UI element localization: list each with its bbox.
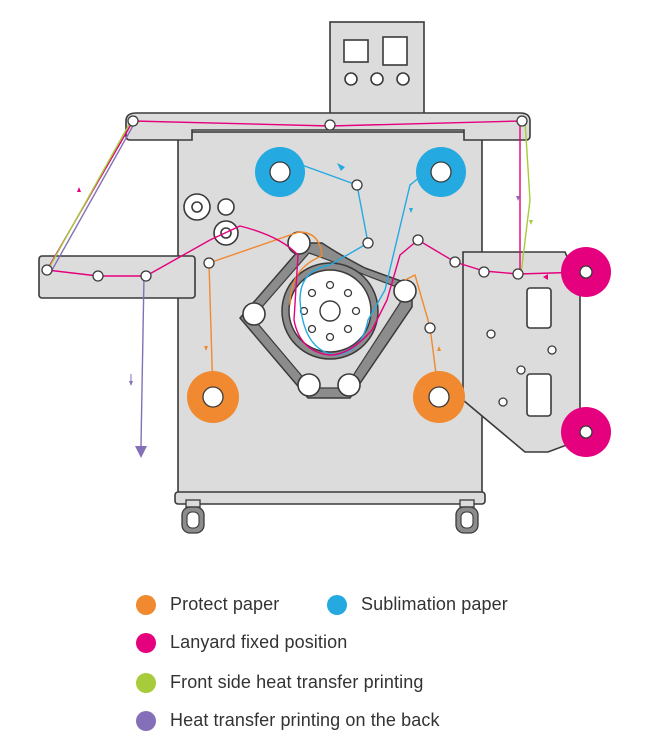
- legend-item-protect-paper: Protect paper: [136, 594, 279, 615]
- protect-roll-right: [413, 371, 465, 423]
- material-paths: [45, 120, 587, 446]
- protect-paper-color-swatch: [136, 594, 156, 615]
- lanyard-roll-bottom: [561, 407, 611, 457]
- legend-label-lanyard-fixed-position: Lanyard fixed position: [170, 632, 348, 652]
- display-screen-right: [382, 36, 408, 66]
- legend-item-lanyard-fixed-position: Lanyard fixed position: [136, 632, 347, 653]
- legend-item-back-printing: Heat transfer printing on the back: [136, 710, 440, 731]
- left-feed-table: [38, 255, 196, 299]
- heating-drum: [281, 262, 379, 360]
- legend-label-sublimation-paper: Sublimation paper: [361, 594, 508, 614]
- legend-item-sublimation-paper: Sublimation paper: [327, 594, 508, 615]
- control-knob-left: [344, 72, 358, 86]
- legend-item-front-side-printing: Front side heat transfer printing: [136, 672, 423, 693]
- sublimation-roll-left: [255, 147, 305, 197]
- heat-transfer-machine-diagram: .body { fill: #dcdcdc; stroke: #3a3a3a; …: [38, 21, 611, 534]
- legend: Protect paper Sublimation paper Lanyard …: [0, 590, 650, 740]
- back-printing-color-swatch: [136, 710, 156, 731]
- lanyard-roll-top: [561, 247, 611, 297]
- caster-wheel-right: [455, 499, 479, 534]
- protect-roll-left: [187, 371, 239, 423]
- sublimation-paper-color-swatch: [327, 594, 347, 615]
- direction-arrows: [77, 163, 548, 458]
- caster-wheel-left: [181, 499, 205, 534]
- plate-slot-lower: [526, 373, 552, 417]
- sublimation-roll-right: [416, 147, 466, 197]
- front-side-color-swatch: [136, 672, 156, 693]
- plate-slot-upper: [526, 287, 552, 329]
- control-panel: [329, 21, 425, 115]
- right-side-plate: [462, 251, 581, 453]
- control-knob-right: [396, 72, 410, 86]
- display-screen-left: [343, 39, 369, 63]
- guide-rollers: [41, 115, 528, 334]
- control-knob-middle: [370, 72, 384, 86]
- lanyard-color-swatch: [136, 632, 156, 653]
- legend-label-protect-paper: Protect paper: [170, 594, 280, 614]
- legend-label-front-side-printing: Front side heat transfer printing: [170, 672, 424, 692]
- legend-label-back-printing: Heat transfer printing on the back: [170, 710, 440, 730]
